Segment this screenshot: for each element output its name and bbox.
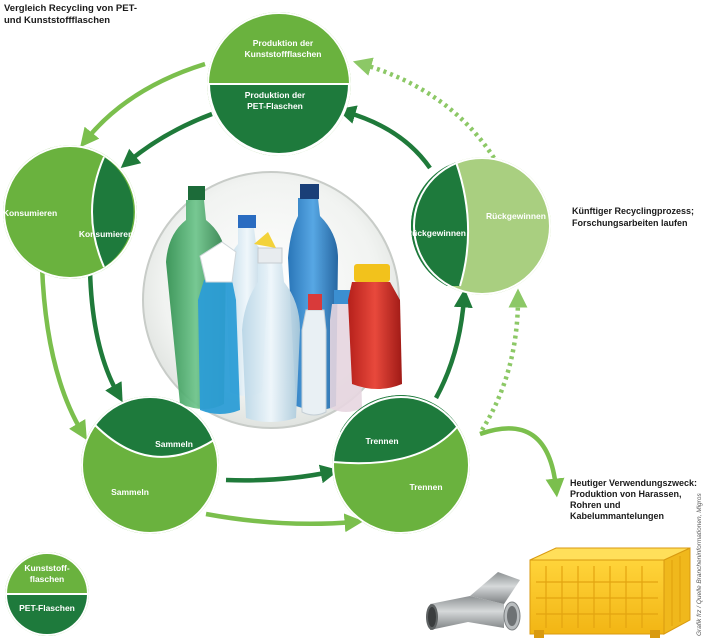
inner-cycle-arrows <box>87 105 473 484</box>
diagram-title-line2: und Kunststoffflaschen <box>4 15 110 26</box>
rueckgewinnen-inner-label: Rückgewinnen <box>406 228 466 238</box>
legend-kunststoff-line1: Kunststoff- <box>24 563 69 573</box>
current-use-line1: Heutiger Verwendungszweck: <box>570 478 697 488</box>
bottles-photo <box>142 171 402 429</box>
produktion-bottom-label-line1: Produktion der <box>245 90 306 100</box>
current-use-line3: Rohren und <box>570 500 621 510</box>
arrow-sammeln-to-trennen-outer <box>205 511 364 533</box>
arrow-sammeln-to-trennen-inner <box>225 464 340 484</box>
legend: Kunststoff- flaschen PET-Flaschen <box>5 552 89 636</box>
current-use-line4: Kabelummantelungen <box>570 511 664 521</box>
rueckgewinnen-outer-label: Rückgewinnen <box>486 211 546 221</box>
future-annotation-line1: Künftiger Recyclingprozess; <box>572 206 694 216</box>
produktion-top-label-line1: Produktion der <box>253 38 314 48</box>
source-credit: Grafik frz / Quelle Brancheninformatione… <box>696 493 703 636</box>
node-produktion: Produktion der Kunststoffflaschen Produk… <box>207 12 351 156</box>
arrow-produktion-to-konsumieren-inner <box>120 111 213 169</box>
arrow-rueckgewinnen-to-produktion-dotted <box>352 57 496 160</box>
arrow-trennen-to-rueckgewinnen-dotted <box>480 288 528 432</box>
konsumieren-outer-label: Konsumieren <box>3 208 57 218</box>
arrow-konsumieren-to-sammeln-outer <box>39 265 87 441</box>
plastic-crate-image <box>529 547 691 638</box>
produktion-bottom-label-line2: PET-Flaschen <box>247 101 303 111</box>
legend-pet-label: PET-Flaschen <box>19 603 75 613</box>
trennen-outer-label: Trennen <box>409 482 442 492</box>
node-trennen: Trennen Trennen <box>332 395 470 534</box>
arrow-konsumieren-to-sammeln-inner <box>87 269 123 403</box>
legend-kunststoff-line2: flaschen <box>30 574 65 584</box>
diagram-title-line1: Vergleich Recycling von PET- <box>4 3 137 14</box>
pipe-fitting-image <box>426 572 521 631</box>
node-sammeln: Sammeln Sammeln <box>81 396 219 534</box>
node-konsumieren: Konsumieren Konsumieren <box>3 145 137 279</box>
outer-cycle-arrows <box>39 57 565 533</box>
arrow-rueckgewinnen-to-produktion-inner <box>336 105 432 170</box>
arrow-trennen-to-rueckgewinnen-inner <box>434 288 473 400</box>
arrow-trennen-to-verwendung <box>479 426 565 498</box>
current-use-line2: Produktion von Harassen, <box>570 489 682 499</box>
future-annotation-line2: Forschungsarbeiten laufen <box>572 218 688 228</box>
sammeln-inner-label: Sammeln <box>155 439 193 449</box>
trennen-inner-label: Trennen <box>365 436 398 446</box>
node-rueckgewinnen: Rückgewinnen Rückgewinnen <box>406 157 551 295</box>
konsumieren-inner-label: Konsumieren <box>79 229 133 239</box>
arrow-produktion-to-konsumieren-outer <box>80 61 206 148</box>
produktion-top-label-line2: Kunststoffflaschen <box>245 49 322 59</box>
sammeln-outer-label: Sammeln <box>111 487 149 497</box>
